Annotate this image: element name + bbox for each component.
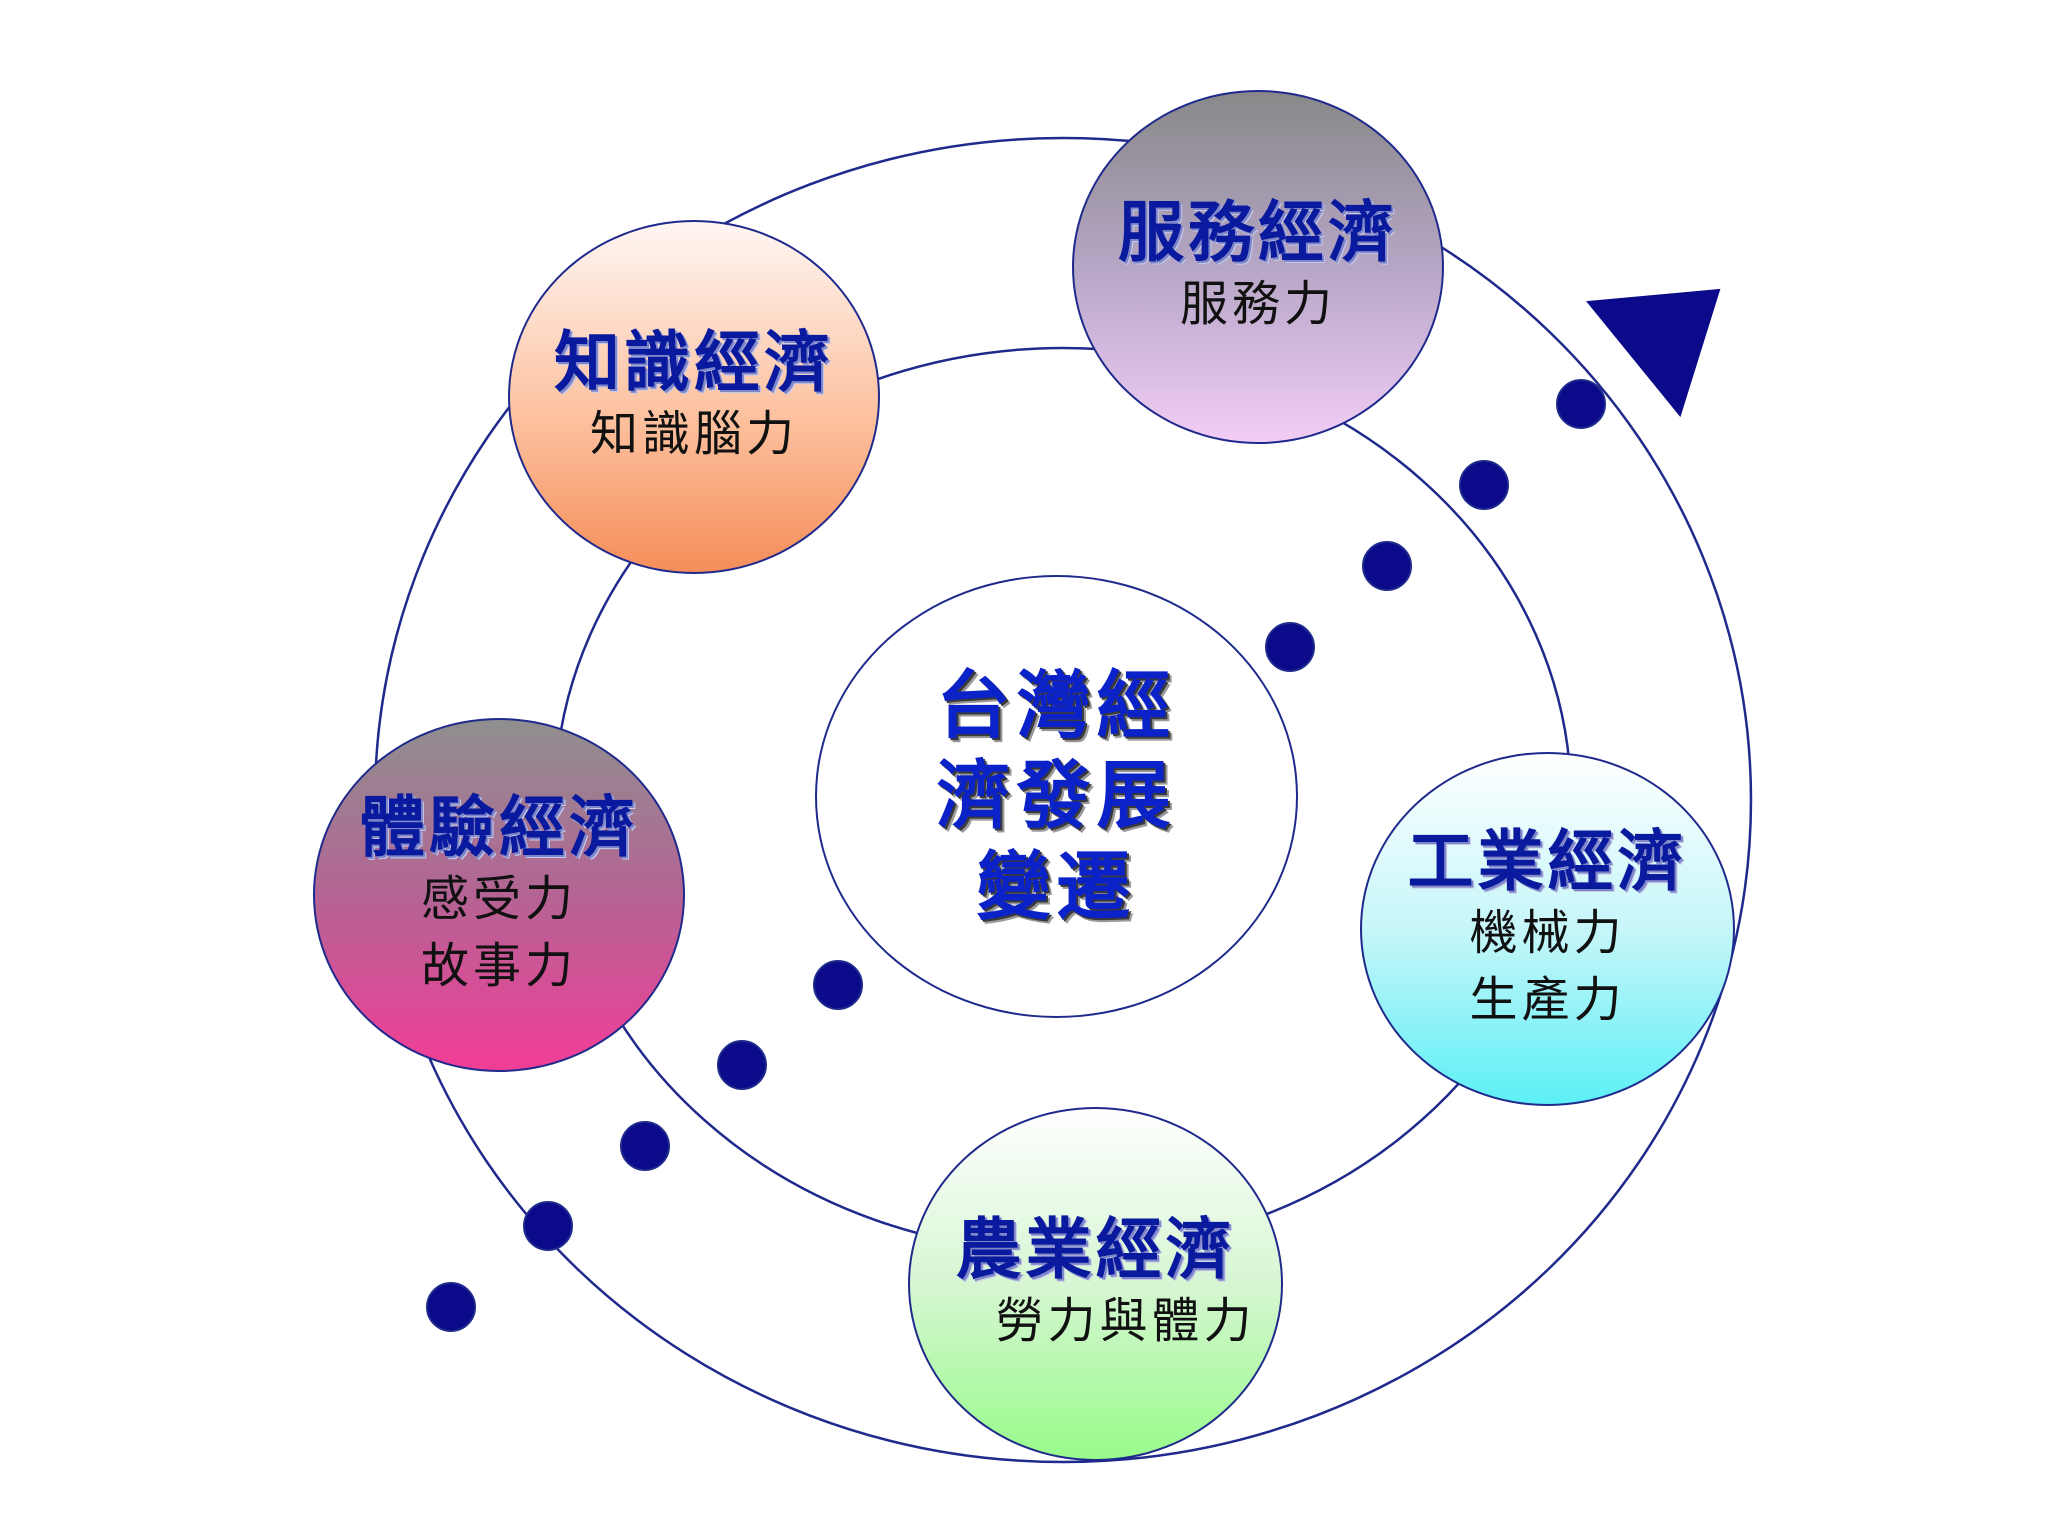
center-circle: 台灣經 濟發展 變遷 [815, 575, 1298, 1018]
dot-icon [717, 1040, 767, 1090]
industrial-economy-line-1: 機械力 [1469, 904, 1626, 961]
arrowhead-icon [1586, 288, 1721, 418]
knowledge-economy-title: 知識經濟 [554, 324, 834, 402]
center-title-line-1: 台灣經 [936, 663, 1177, 750]
agricultural-economy-title: 農業經濟 [955, 1211, 1236, 1289]
dot-icon [1459, 460, 1509, 510]
industrial-economy-title: 工業經濟 [1407, 822, 1688, 900]
center-title-line-3: 變遷 [976, 843, 1137, 930]
center-title-line-2: 濟發展 [936, 753, 1177, 840]
dot-icon [813, 960, 863, 1010]
industrial-economy-node: 工業經濟 機械力 生產力 [1360, 752, 1735, 1106]
knowledge-economy-node: 知識經濟 知識腦力 [508, 220, 880, 574]
agricultural-economy-line-1: 勞力與體力 [995, 1293, 1256, 1350]
progress-dots [426, 379, 1606, 1332]
dot-icon [620, 1121, 670, 1171]
dot-icon [523, 1201, 573, 1251]
experience-economy-line-2: 故事力 [420, 937, 577, 994]
agricultural-economy-node: 農業經濟 勞力與體力 [908, 1107, 1283, 1461]
service-economy-line-1: 服務力 [1179, 276, 1336, 333]
dot-icon [1265, 622, 1315, 672]
experience-economy-title: 體驗經濟 [359, 788, 639, 866]
knowledge-economy-line-1: 知識腦力 [589, 406, 798, 463]
experience-economy-node: 體驗經濟 感受力 故事力 [313, 718, 685, 1072]
dot-icon [426, 1282, 476, 1332]
dot-icon [1362, 541, 1412, 591]
experience-economy-line-1: 感受力 [420, 870, 577, 927]
industrial-economy-line-2: 生產力 [1469, 971, 1626, 1028]
service-economy-title: 服務經濟 [1118, 194, 1398, 272]
dot-icon [1556, 379, 1606, 429]
service-economy-node: 服務經濟 服務力 [1072, 90, 1444, 444]
